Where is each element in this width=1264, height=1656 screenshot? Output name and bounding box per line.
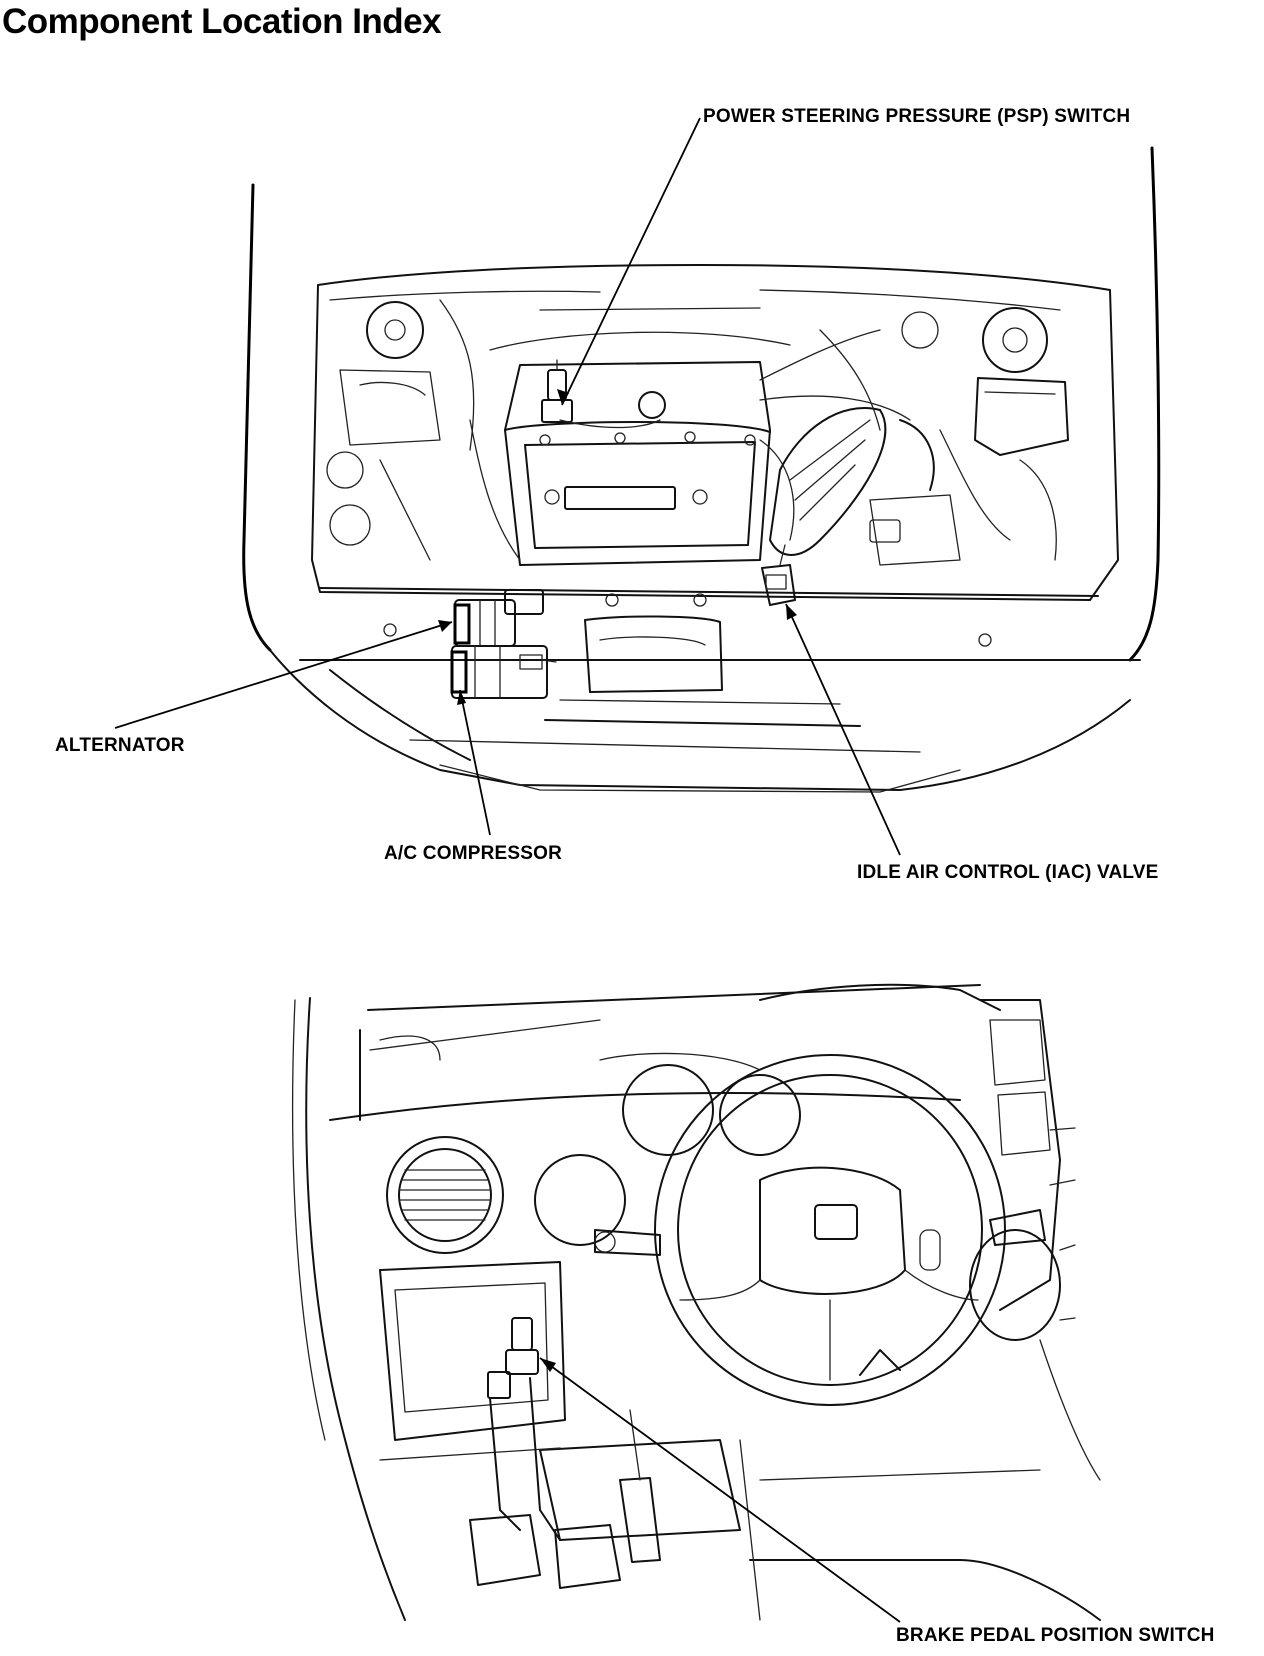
ac-compressor-arrowhead [457, 690, 466, 705]
ac-compressor [450, 645, 557, 699]
column-stalks [594, 1209, 1046, 1256]
alternator-leader [114, 621, 453, 729]
engine-compartment-diagram [114, 117, 1161, 856]
alternator-label: ALTERNATOR [55, 735, 185, 756]
pedal-assembly [469, 1377, 661, 1589]
psp-switch-leader [561, 117, 701, 406]
center-console [969, 999, 1101, 1481]
lower-dash-panel [379, 1261, 1101, 1621]
iac-valve-label: IDLE AIR CONTROL (IAC) VALVE [857, 862, 1159, 883]
vehicle-body-outline [242, 146, 1161, 793]
engine-bay [311, 264, 1119, 601]
gauge-cluster [534, 1052, 801, 1246]
psp-switch-label: POWER STEERING PRESSURE (PSP) SWITCH [703, 106, 1131, 127]
engine-block [469, 307, 791, 566]
brake-pedal-switch-label: BRAKE PEDAL POSITION SWITCH [896, 1625, 1215, 1646]
iac-valve [761, 544, 796, 606]
right-strut-tower [869, 307, 1069, 566]
brake-pedal-switch-leader [539, 1357, 901, 1623]
iac-valve-leader [785, 603, 901, 856]
radiator-support [383, 593, 992, 693]
psp-switch-arrowhead [557, 389, 569, 405]
alternator [453, 589, 544, 647]
brake-pedal-position-switch [487, 1317, 539, 1399]
left-strut-tower [326, 299, 475, 561]
ac-compressor-label: A/C COMPRESSOR [384, 843, 563, 864]
steering-wheel [654, 1054, 1006, 1406]
page-title: Component Location Index [2, 2, 442, 41]
left-air-vent [386, 1136, 504, 1254]
dash-frame [291, 983, 1001, 1621]
alternator-arrowhead [438, 620, 452, 632]
ac-compressor-leader [459, 689, 491, 836]
intake-harness [759, 329, 935, 556]
brake-pedal-switch-arrowhead [540, 1358, 556, 1372]
iac-valve-arrowhead [786, 604, 797, 620]
psp-switch [541, 359, 661, 429]
